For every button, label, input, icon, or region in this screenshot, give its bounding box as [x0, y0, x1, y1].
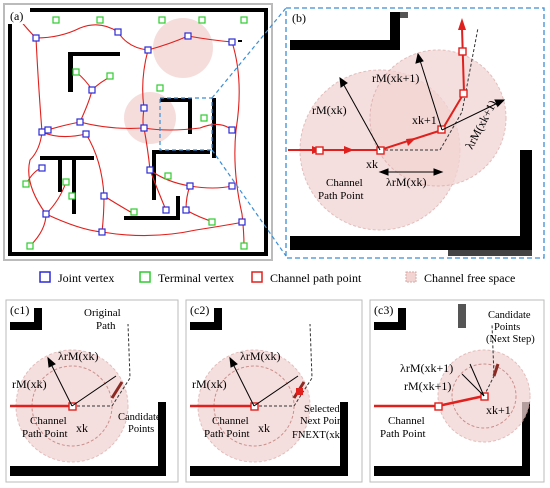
path-arrow [458, 18, 466, 30]
label-xk1: xk+1 [412, 113, 437, 127]
label-channel-path-point-2: Path Point [318, 190, 364, 202]
label-lambda-r: λrM(xk+1) [400, 361, 453, 375]
path-arrow [406, 138, 416, 146]
legend-joint-label: Joint vertex [58, 271, 114, 285]
original-path [72, 323, 131, 407]
selected-next-point [296, 388, 303, 395]
zoom-line [211, 7, 287, 99]
channel-path-point-xk [250, 402, 259, 411]
label-channel-path-point-1: Channel [30, 415, 67, 427]
channel-path-point-xk [434, 402, 443, 411]
candidate-arc [492, 363, 500, 377]
legend-space-swatch [405, 271, 417, 283]
panel-b-label-bg [290, 10, 312, 26]
label-candidate-points-2: Points [494, 322, 520, 333]
label-lambda-r-xk: λrM(xk) [386, 175, 426, 189]
panel-b: rM(xk) rM(xk+1) xk+1 λrM(xk+1) xk λrM(xk… [285, 7, 545, 259]
free-space-circle [153, 18, 213, 78]
panel-c1-label-bg [8, 302, 34, 318]
label-selected-2: Next Point [300, 416, 345, 427]
legend-terminal-swatch [139, 271, 151, 283]
legend-joint-swatch [39, 271, 51, 283]
panel-c2-label: (c2) [190, 303, 209, 317]
radius-arrows [47, 356, 117, 407]
terminal-vertices [16, 16, 248, 250]
label-r: rM(xk+1) [404, 379, 451, 393]
candidate-arc [110, 381, 124, 399]
radius-arrows [339, 52, 506, 176]
panel-b-label: (b) [292, 11, 306, 25]
panel-c1: Original Path λrM(xk) rM(xk) Channel Pat… [5, 299, 179, 483]
label-original-path-2: Path [96, 320, 116, 332]
panel-c2: λrM(xk) rM(xk) Channel Path Point xk Sel… [185, 299, 363, 483]
panel-c3-label: (c3) [374, 303, 393, 317]
label-channel-path-point-1: Channel [388, 415, 425, 427]
radius-arrows [461, 363, 485, 397]
label-candidate-points-1: Candidate [118, 412, 161, 423]
legend: Joint vertex Terminal vertex Channel pat… [39, 271, 515, 285]
panel-c1-walls [10, 308, 166, 476]
radius-arrows [229, 356, 299, 407]
label-selected-1: Selected [304, 404, 340, 415]
label-selected-3: FNEXT(xk) [292, 430, 344, 441]
channel-path-point-xk [68, 402, 77, 411]
legend-terminal-label: Terminal vertex [158, 271, 234, 285]
path-arrow [344, 146, 354, 154]
free-space-circle-lambda [451, 363, 517, 429]
label-candidate-points-3: (Next Step) [486, 334, 535, 345]
panel-a-label-bg [8, 8, 30, 24]
panel-c1-label: (c1) [10, 303, 29, 317]
channel-path-point-xk [376, 146, 385, 155]
label-r: rM(xk) [192, 377, 227, 391]
label-r-xk1: rM(xk+1) [372, 71, 419, 85]
label-xk: xk [258, 421, 270, 435]
channel-path-point [459, 89, 468, 98]
zoom-region-box [159, 97, 213, 151]
map-walls [40, 40, 242, 220]
panel-c3-walls [374, 304, 530, 476]
label-xk: xk [76, 421, 88, 435]
original-path [380, 27, 479, 151]
legend-space-label: Channel free space [424, 271, 515, 285]
map-border [8, 8, 268, 256]
label-channel-path-point-2: Path Point [380, 428, 426, 440]
label-r: rM(xk) [12, 377, 47, 391]
label-candidate-points-2: Points [128, 424, 154, 435]
panel-a-label: (a) [10, 9, 23, 23]
legend-path-label: Channel path point [270, 271, 362, 285]
label-original-path-1: Original [84, 307, 121, 319]
free-space-circle [124, 92, 176, 144]
zoom-line [211, 149, 287, 257]
panel-a: (a) [3, 3, 287, 261]
panel-c3-label-bg [372, 302, 398, 318]
channel-path-point-xk1 [480, 392, 489, 401]
legend-path-swatch [251, 271, 263, 283]
panel-b-walls [290, 12, 532, 256]
panel-c2-label-bg [188, 302, 214, 318]
label-channel-path-point-1: Channel [326, 177, 363, 189]
label-channel-path-point-1: Channel [212, 415, 249, 427]
label-candidate-points-1: Candidate [488, 310, 531, 321]
label-lambda-r: λrM(xk) [240, 349, 280, 363]
panel-c3: Candidate Points (Next Step) λrM(xk+1) r… [369, 299, 545, 483]
label-lambda-r: λrM(xk) [58, 349, 98, 363]
label-channel-path-point-2: Path Point [204, 428, 250, 440]
label-xk1: xk+1 [486, 403, 511, 417]
panel-c2-walls [190, 308, 348, 476]
label-channel-path-point-2: Path Point [22, 428, 68, 440]
label-r-xk: rM(xk) [312, 103, 347, 117]
label-xk: xk [366, 157, 378, 171]
joint-vertices [32, 28, 246, 236]
channel-path-point [458, 47, 467, 56]
channel-path-point [315, 146, 324, 155]
